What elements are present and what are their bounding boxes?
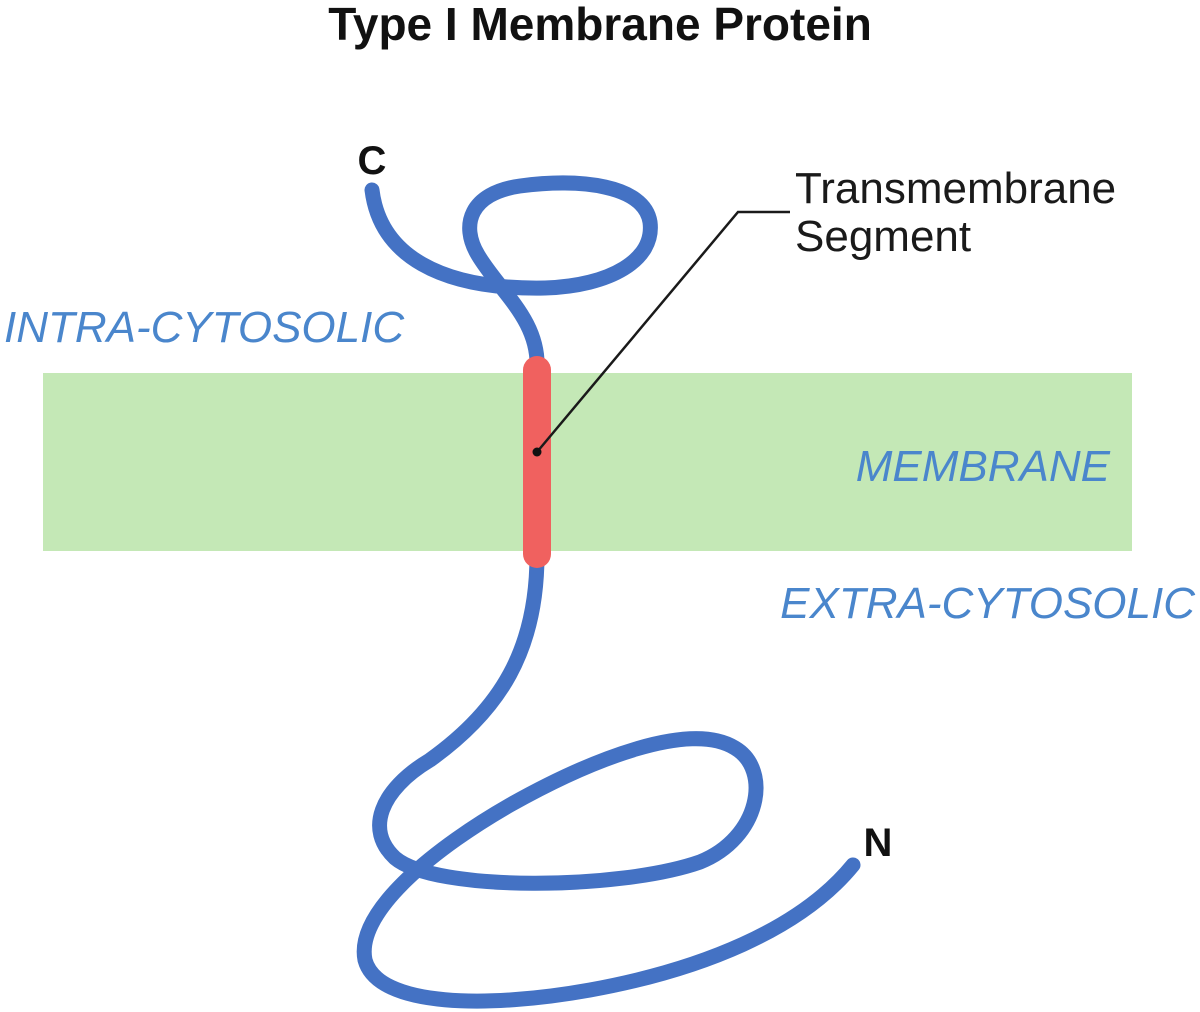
intra-cytosolic-label: INTRA-CYTOSOLIC xyxy=(4,303,405,352)
c-terminus-label: C xyxy=(358,139,387,183)
callout-label-line2: Segment xyxy=(795,212,971,261)
extra-cytosolic-label: EXTRA-CYTOSOLIC xyxy=(780,579,1196,628)
diagram-title: Type I Membrane Protein xyxy=(328,0,872,50)
transmembrane-segment xyxy=(523,356,551,568)
n-terminus-label: N xyxy=(864,821,893,865)
membrane-band xyxy=(43,373,1132,551)
callout-leader-line xyxy=(536,210,790,453)
membrane-label: MEMBRANE xyxy=(856,442,1111,491)
callout-label-line1: Transmembrane xyxy=(795,164,1116,213)
cytosolic-chain xyxy=(364,175,658,378)
callout-anchor-dot xyxy=(532,447,542,457)
extracytosolic-chain xyxy=(356,547,861,1009)
